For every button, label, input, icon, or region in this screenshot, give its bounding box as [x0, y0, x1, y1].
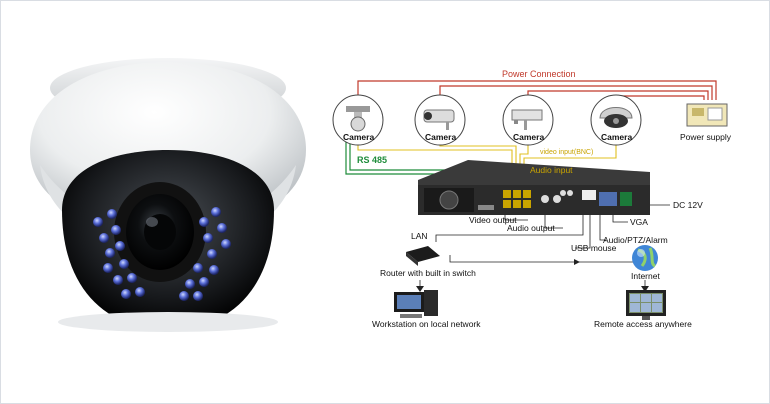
internet-label: Internet [631, 271, 660, 281]
router-label: Router with built in switch [380, 268, 476, 278]
video-output-label: Video output [469, 215, 517, 225]
audio-input-label: Audio input [530, 165, 573, 175]
bullet-camera-icon [414, 94, 466, 146]
audio-ptz-alarm-label: Audio/PTZ/Alarm [603, 235, 668, 245]
ptz-camera-icon [332, 94, 384, 146]
audio-output-label: Audio output [507, 223, 555, 233]
dome-camera-icon [590, 94, 642, 146]
power-line [357, 80, 717, 100]
monitor-icon [626, 290, 666, 320]
rs485-label: RS 485 [357, 155, 388, 165]
power-connection-label: Power Connection [502, 69, 576, 79]
box-camera-icon [502, 94, 554, 146]
camera-label: Camera [601, 132, 633, 142]
camera-label: Camera [513, 132, 545, 142]
power-supply-label: Power supply [680, 132, 732, 142]
remote-access-label: Remote access anywhere [594, 319, 692, 329]
camera-label: Camera [425, 132, 457, 142]
power-line [439, 85, 713, 100]
dc-label: DC 12V [673, 200, 703, 210]
video-input-label: video input(BNC) [540, 149, 594, 156]
globe-icon [632, 245, 658, 271]
vga-label: VGA [630, 217, 648, 227]
camera-label: Camera [343, 132, 375, 142]
desktop-computer-icon [394, 290, 438, 318]
router-icon [406, 246, 440, 266]
workstation-label: Workstation on local network [372, 319, 481, 329]
usb-mouse-label: USB mouse [571, 243, 617, 253]
power-supply-icon [686, 103, 728, 127]
lan-label: LAN [411, 231, 428, 241]
